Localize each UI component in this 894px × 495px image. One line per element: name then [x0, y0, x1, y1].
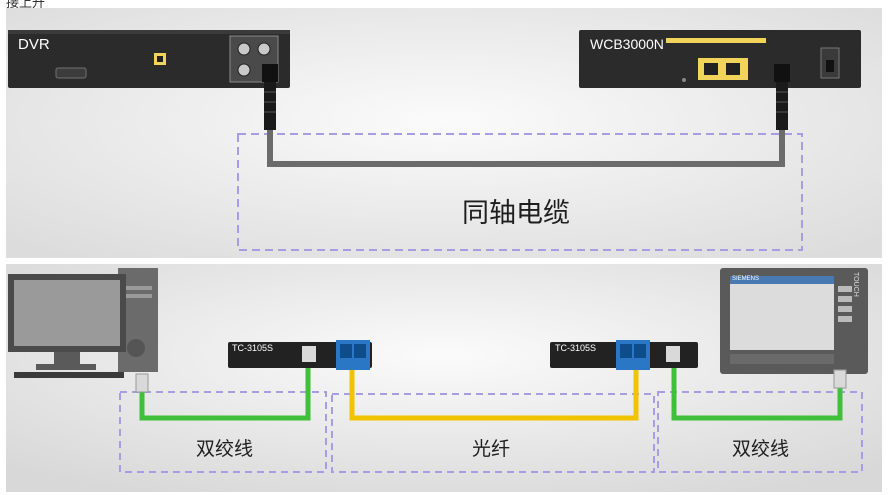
coax-diagram-panel: DVR WCB3000N 同轴电缆 [6, 8, 882, 258]
dvr-device [8, 30, 290, 88]
hmi-brand-label: SIEMENS [732, 276, 760, 282]
twisted-pair-cable-right [671, 368, 843, 421]
coax-cable-label: 同轴电缆 [462, 198, 570, 229]
hmi-side-text: TOUCH [852, 272, 859, 297]
twisted-pair-left-label: 双绞线 [196, 438, 254, 460]
coax-connector-right [774, 64, 790, 130]
twisted-pair-right-label: 双绞线 [732, 438, 790, 460]
twisted-pair-left-dashed-region [119, 391, 327, 473]
fiber-diagram-panel: TC-3105S TC-3105S SIEMENS TOUCH 双绞线 光纤 双… [6, 264, 882, 492]
vga-port-icon [55, 67, 87, 79]
coax-dashed-region [237, 133, 803, 251]
wcb3000n-label: WCB3000N [590, 36, 664, 52]
twisted-pair-cable-left [139, 368, 311, 421]
wcb3000n-device [579, 30, 861, 88]
twisted-pair-right-dashed-region [657, 391, 863, 473]
fiber-cable [349, 370, 639, 421]
hmi-touch-panel [720, 268, 868, 374]
media-converter-left [228, 340, 372, 370]
fiber-dashed-region [331, 393, 655, 473]
fiber-label: 光纤 [472, 438, 511, 460]
converter-left-label: TC-3105S [232, 343, 274, 353]
fiber-diagram-drawing [6, 264, 882, 492]
dvr-label: DVR [18, 36, 50, 53]
cropped-heading-fragment: 接上升 [6, 0, 46, 11]
media-converter-right [550, 340, 698, 370]
coax-connector-left [262, 64, 278, 130]
computer-icon [8, 268, 158, 378]
coax-cable [267, 128, 785, 167]
coax-diagram-drawing [6, 8, 882, 258]
converter-right-label: TC-3105S [555, 343, 597, 353]
